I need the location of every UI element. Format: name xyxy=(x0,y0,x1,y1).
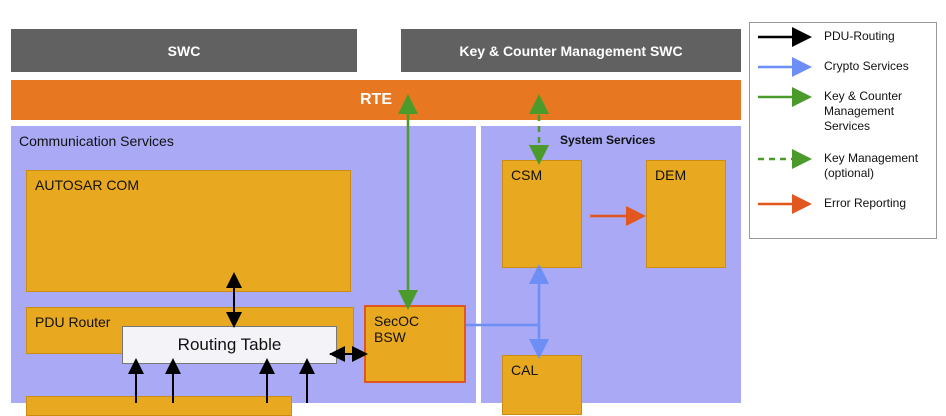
legend-label-pdu-routing: PDU-Routing xyxy=(824,29,895,43)
secoc-bsw-module: SecOC BSW xyxy=(364,305,466,383)
csm-label: CSM xyxy=(511,167,543,183)
legend-label-crypto-services: Crypto Services xyxy=(824,59,909,73)
key-counter-management-swc-bar: Key & Counter Management SWC xyxy=(401,29,741,72)
secoc-label: SecOC xyxy=(374,313,420,329)
cal-label: CAL xyxy=(511,362,539,378)
legend-arrows xyxy=(758,27,812,214)
autosar-com-module: AUTOSAR COM xyxy=(26,170,351,292)
routing-table: Routing Table xyxy=(122,326,337,364)
system-services-title: System Services xyxy=(560,133,656,147)
bsw-label: BSW xyxy=(374,329,406,345)
pdu-router-label: PDU Router xyxy=(35,314,111,330)
legend: PDU-Routing Crypto Services Key & Counte… xyxy=(749,22,937,239)
communication-services-title: Communication Services xyxy=(19,133,174,149)
csm-module: CSM xyxy=(502,160,582,268)
diagram-arrows xyxy=(128,94,646,403)
legend-label-error-reporting: Error Reporting xyxy=(824,196,907,210)
dem-label: DEM xyxy=(655,167,687,183)
rte-bar: RTE xyxy=(11,80,741,120)
dem-module: DEM xyxy=(646,160,726,268)
autosar-com-label: AUTOSAR COM xyxy=(35,177,139,193)
legend-label-key-management-optional: Key Management (optional) xyxy=(824,151,919,180)
legend-label-key-counter-management: Key & Counter Management Services xyxy=(824,89,903,133)
swc-bar: SWC xyxy=(11,29,357,72)
